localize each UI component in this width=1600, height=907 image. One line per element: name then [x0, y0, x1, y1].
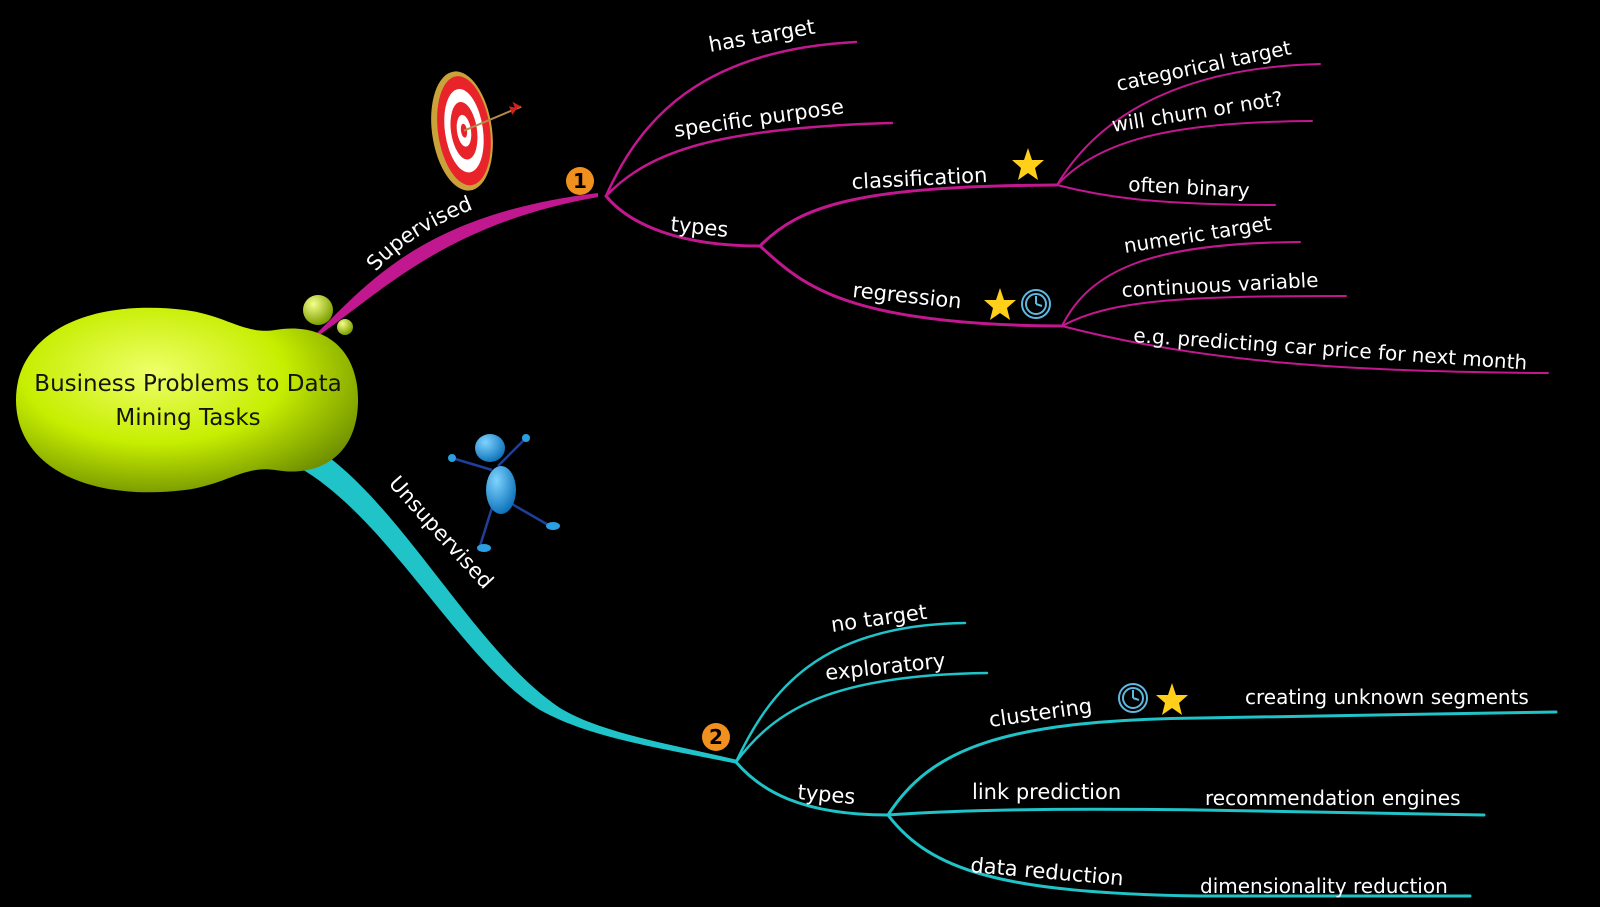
- label-will-churn: will churn or not?: [1110, 86, 1284, 137]
- bubble-small: [337, 319, 353, 335]
- star-icon: [1156, 683, 1188, 715]
- svg-text:2: 2: [709, 725, 723, 749]
- branch-churn: [1056, 120, 1313, 186]
- branch-has-target: [604, 40, 858, 198]
- branch-classification: [758, 183, 1059, 248]
- label-types-unsupervised: types: [797, 780, 857, 809]
- label-numeric-target: numeric target: [1122, 211, 1273, 258]
- label-has-target: has target: [707, 15, 817, 57]
- branch-binary: [1056, 184, 1276, 206]
- label-clustering: clustering: [987, 694, 1093, 732]
- figure-icon: [448, 434, 560, 552]
- label-categorical-target: categorical target: [1114, 35, 1293, 96]
- label-often-binary: often binary: [1128, 172, 1251, 202]
- label-dimensionality: dimensionality reduction: [1200, 874, 1448, 898]
- badge-1: 1: [566, 167, 594, 195]
- branch-numeric: [1061, 241, 1301, 327]
- label-exploratory: exploratory: [824, 648, 946, 684]
- branch-types-sup: [604, 194, 762, 248]
- branch-exploratory: [734, 671, 989, 764]
- star-icon: [984, 288, 1016, 320]
- unsupervised-main-branch[interactable]: [300, 458, 738, 764]
- label-recommendation: recommendation engines: [1205, 786, 1461, 810]
- central-topic[interactable]: Business Problems to Data Mining Tasks: [16, 295, 358, 493]
- branch-regression: [758, 244, 1064, 328]
- branch-types-uns: [734, 760, 890, 817]
- clock-icon: [1021, 289, 1051, 319]
- label-specific-purpose: specific purpose: [672, 94, 845, 142]
- unsupervised-branch: Unsupervised 2 no target exploratory typ…: [300, 458, 1558, 898]
- central-topic-line2: Mining Tasks: [115, 405, 260, 431]
- label-link-prediction: link prediction: [972, 780, 1121, 804]
- branch-example: [1061, 325, 1549, 374]
- branch-specific-purpose: [604, 121, 894, 198]
- label-no-target: no target: [829, 600, 928, 637]
- badge-2: 2: [702, 723, 730, 751]
- clock-icon: [1118, 683, 1148, 713]
- star-icon: [1012, 148, 1044, 180]
- branch-continuous: [1061, 295, 1347, 327]
- branch-data-reduction: [886, 813, 1472, 898]
- supervised-branch: Supervised 1 has target specific purpose…: [305, 15, 1549, 375]
- bubble-large: [303, 295, 333, 325]
- label-creating-segments: creating unknown segments: [1245, 685, 1529, 709]
- target-icon: [431, 71, 522, 191]
- branch-link-prediction: [886, 807, 1486, 817]
- label-classification: classification: [851, 163, 988, 194]
- central-topic-line1: Business Problems to Data: [34, 371, 341, 397]
- branch-clustering: [886, 710, 1558, 817]
- svg-text:1: 1: [573, 169, 587, 193]
- branch-categorical: [1056, 63, 1321, 186]
- label-data-reduction: data reduction: [970, 853, 1125, 890]
- branch-no-target: [734, 621, 967, 764]
